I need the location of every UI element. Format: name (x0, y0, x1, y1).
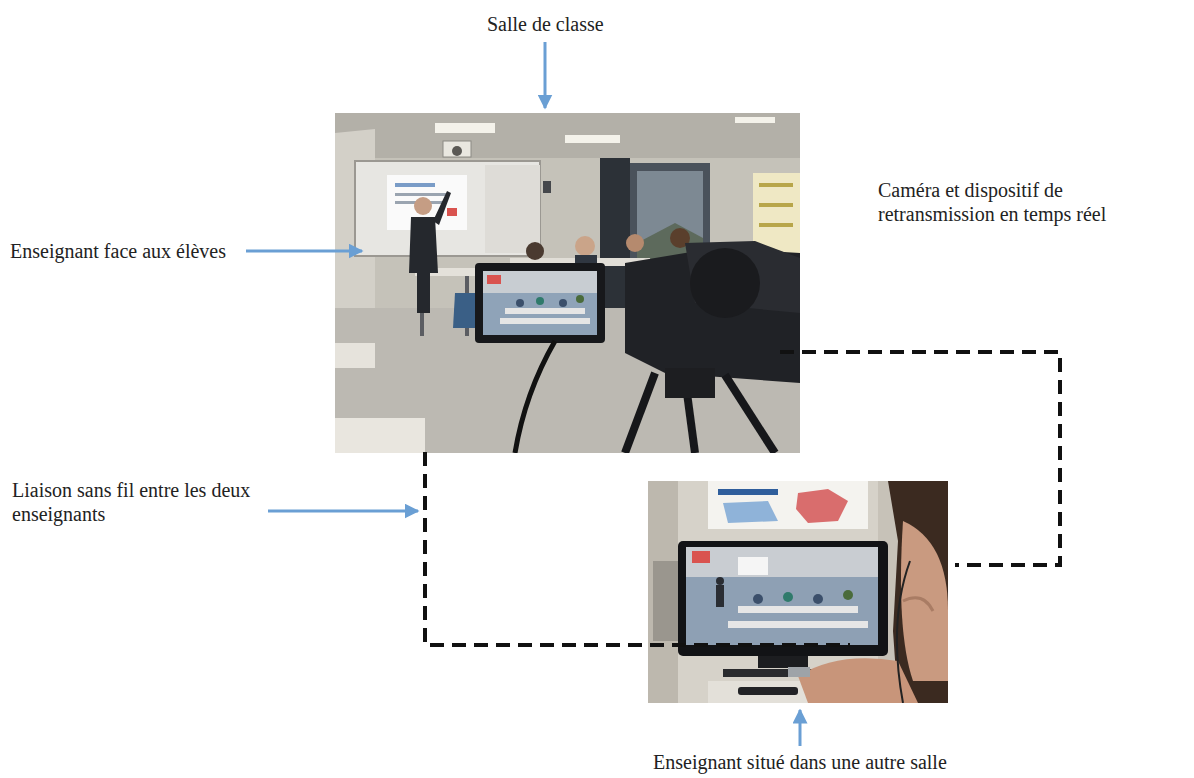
photo-detail (897, 561, 910, 703)
photo-detail (759, 183, 793, 187)
photo-detail (648, 481, 948, 703)
remote-room-photo (648, 481, 948, 703)
photo-detail (716, 585, 724, 607)
photo-detail (783, 592, 793, 602)
photo-detail (759, 203, 793, 207)
photo-detail (716, 577, 724, 585)
photo-detail (728, 621, 868, 628)
photo-detail (485, 165, 540, 253)
photo-detail (526, 242, 544, 260)
photo-detail (409, 217, 438, 313)
photo-detail (500, 318, 590, 324)
photo-detail (516, 299, 524, 307)
leader-arrow (268, 510, 418, 513)
callout-label: Enseignant situé dans une autre salle (653, 750, 947, 774)
photo-detail (753, 594, 763, 604)
photo-detail (565, 135, 620, 143)
photo-detail (759, 223, 793, 227)
photo-detail (559, 299, 567, 307)
photo-detail (738, 606, 858, 613)
photo-detail (626, 234, 644, 252)
photo-detail (788, 667, 810, 677)
photo-detail (335, 113, 800, 453)
photo-detail (483, 271, 597, 293)
photo-detail (692, 551, 710, 563)
photo-detail (738, 687, 798, 695)
photo-detail (505, 308, 585, 314)
photo-detail (686, 547, 878, 577)
photo-detail (753, 173, 800, 253)
photo-detail (335, 418, 425, 453)
photo-detail (395, 193, 450, 196)
photo-detail (543, 181, 551, 193)
photo-detail (335, 113, 800, 158)
photo-detail (515, 341, 555, 453)
leader-arrow (799, 710, 802, 746)
photo-detail (718, 489, 778, 495)
photo-detail (796, 489, 848, 523)
photo-detail (443, 141, 471, 157)
photo-detail (738, 557, 768, 575)
photo-detail (487, 275, 501, 284)
photo-detail (575, 236, 595, 256)
photo-detail (653, 561, 678, 641)
photo-detail (690, 248, 760, 318)
photo-detail (625, 373, 655, 453)
photo-detail (665, 368, 715, 398)
callout-label: Liaison sans fil entre les deux enseigna… (12, 478, 262, 526)
photo-detail (475, 263, 605, 343)
photo-detail (648, 481, 678, 703)
photo-detail (708, 481, 868, 529)
wireless-link-line (780, 352, 1060, 565)
leader-arrow (246, 250, 362, 253)
photo-detail (725, 375, 775, 453)
photo-detail (735, 117, 775, 123)
photo-detail (903, 598, 933, 611)
photo-detail (536, 297, 544, 305)
photo-detail (758, 656, 808, 668)
photo-detail (414, 197, 432, 215)
photo-detail (452, 146, 462, 156)
classroom-photo (335, 113, 800, 453)
photo-detail (678, 541, 888, 656)
photo-detail (843, 590, 853, 600)
callout-label: Salle de classe (487, 12, 604, 36)
photo-detail (435, 123, 495, 133)
leader-arrow (544, 42, 547, 108)
photo-detail (483, 271, 597, 335)
callout-label: Caméra et dispositif de retransmission e… (878, 178, 1178, 226)
callout-label: Enseignant face aux élèves (10, 239, 226, 263)
photo-detail (901, 521, 948, 681)
photo-detail (686, 547, 878, 645)
photo-detail (447, 208, 457, 216)
photo-detail (355, 161, 540, 256)
wireless-link-line (425, 452, 850, 645)
photo-detail (576, 295, 584, 303)
photo-detail (813, 594, 823, 604)
photo-detail (723, 501, 778, 523)
photo-detail (395, 183, 435, 187)
photo-detail (433, 191, 451, 225)
photo-detail (335, 343, 375, 368)
